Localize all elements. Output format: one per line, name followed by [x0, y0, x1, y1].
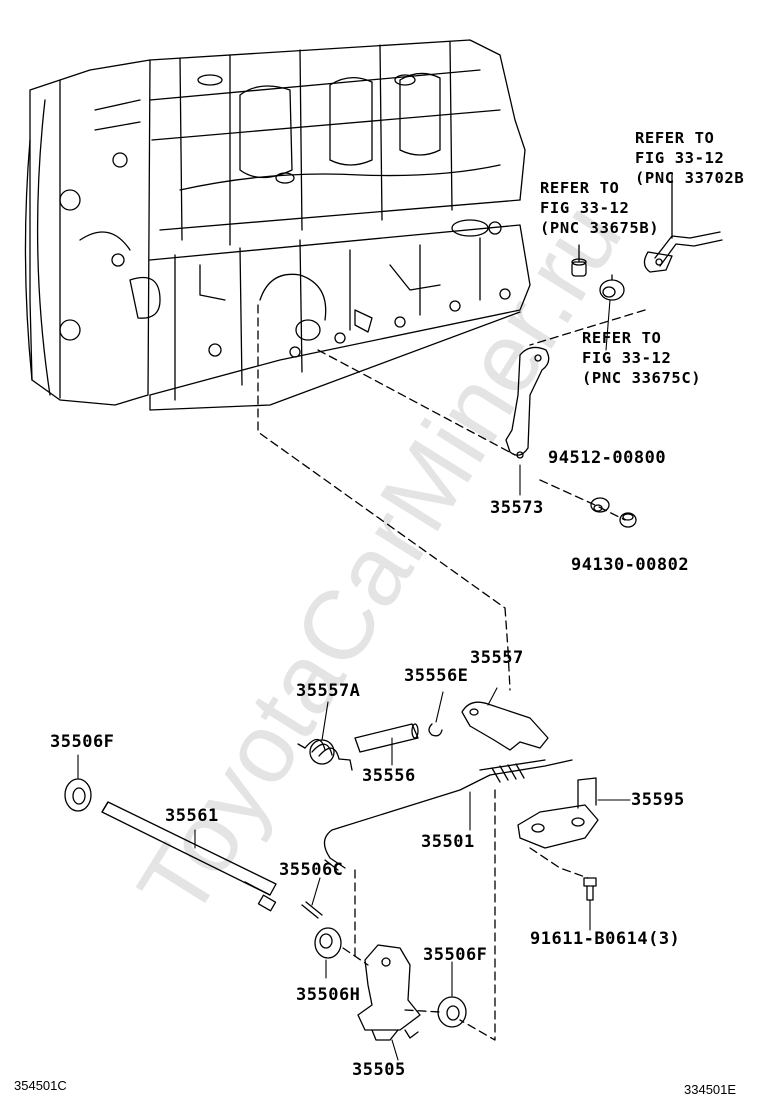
part-label-35505: 35505: [352, 1060, 406, 1080]
part-label-35556e: 35556E: [404, 666, 469, 686]
pin-35506c-illustration: [302, 902, 322, 918]
part-label-35506f-top: 35506F: [50, 732, 115, 752]
part-label-35595: 35595: [631, 790, 685, 810]
control-shaft-lever-35573-illustration: [506, 347, 549, 458]
part-label-35557: 35557: [470, 648, 524, 668]
assembly-guide-lines-lower: [343, 650, 588, 1040]
refer-note-pnc-33675c: REFER TO FIG 33-12 (PNC 33675C): [582, 329, 702, 387]
figure-code-left: 354501C: [14, 1078, 67, 1093]
refer-note-pnc-33702b: REFER TO FIG 33-12 (PNC 33702B: [635, 129, 745, 187]
bushing-illustration: [572, 245, 624, 300]
cable-bracket-35595-illustration: [518, 778, 598, 848]
part-label-91611-b0614: 91611-B0614(3): [530, 929, 681, 949]
refer-note-pnc-33675b: REFER TO FIG 33-12 (PNC 33675B): [540, 179, 660, 237]
detent-lever-35557-illustration: [429, 702, 548, 750]
manual-shaft-35561-illustration: [102, 802, 276, 911]
manual-valve-lever-35505-illustration: [358, 945, 420, 1040]
part-label-35506c: 35506C: [279, 860, 344, 880]
part-label-35561: 35561: [165, 806, 219, 826]
spring-35557a-illustration: [298, 739, 352, 770]
part-label-35506h: 35506H: [296, 985, 361, 1005]
transmission-case-illustration: [25, 40, 530, 410]
part-label-35556: 35556: [362, 766, 416, 786]
nut-and-washer-illustration: [591, 498, 636, 527]
bolt-91611-illustration: [584, 878, 596, 900]
shift-cable-end-illustration: [644, 175, 722, 272]
part-label-35506f-bottom: 35506F: [423, 945, 488, 965]
assembly-guide-lines-upper: [258, 305, 645, 650]
part-label-94130-00802: 94130-00802: [571, 555, 690, 575]
transmission-cable-35501-illustration: [324, 760, 572, 870]
pin-35556-illustration: [355, 724, 418, 752]
oil-seal-35506f-top-illustration: [65, 779, 91, 811]
leader-lines: [78, 300, 630, 1060]
oil-seal-35506f-bottom-illustration: [438, 997, 466, 1027]
part-label-94512-00800: 94512-00800: [548, 448, 667, 468]
figure-code-right: 334501E: [684, 1082, 737, 1097]
collar-35506h-illustration: [315, 928, 341, 958]
part-label-35501: 35501: [421, 832, 475, 852]
part-label-35573: 35573: [490, 498, 544, 518]
part-label-35557a: 35557A: [296, 681, 361, 701]
